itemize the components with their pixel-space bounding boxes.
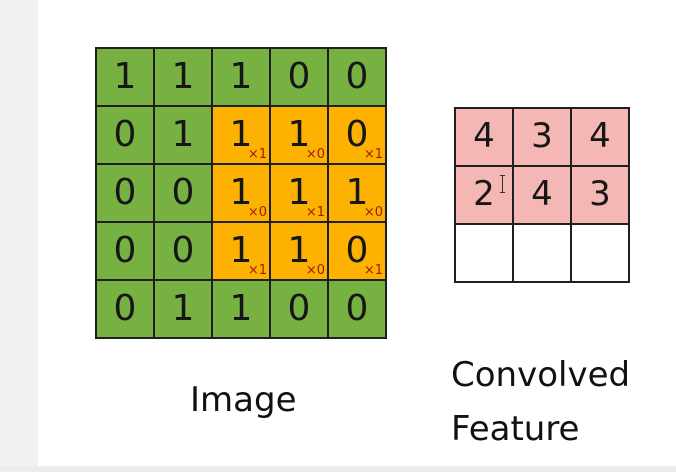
cell-value: 0 bbox=[345, 113, 369, 155]
cell-value: 0 bbox=[113, 113, 137, 155]
cell-value: 0 bbox=[345, 287, 369, 329]
cell-value: 1 bbox=[113, 55, 137, 97]
image-cell: 1 bbox=[153, 47, 213, 107]
convolved-feature-label-line1: Convolved bbox=[451, 355, 631, 395]
cell-value: 0 bbox=[345, 55, 369, 97]
image-cell: 0 bbox=[95, 163, 155, 223]
image-cell: 0 bbox=[327, 47, 387, 107]
kernel-cell: 1×1 bbox=[211, 221, 271, 281]
text-cursor-icon bbox=[500, 175, 506, 193]
cell-value: 0 bbox=[113, 171, 137, 213]
convolved-feature-label: Convolved Feature bbox=[451, 348, 630, 456]
feature-row bbox=[454, 223, 630, 283]
convolved-feature-label-line2: Feature bbox=[451, 409, 580, 449]
feature-value: 4 bbox=[589, 116, 611, 156]
feature-empty-cell bbox=[570, 223, 630, 283]
kernel-weight: ×0 bbox=[247, 205, 267, 220]
image-cell: 1 bbox=[211, 47, 271, 107]
cell-value: 1 bbox=[229, 55, 253, 97]
kernel-weight: ×0 bbox=[305, 147, 325, 162]
cell-value: 0 bbox=[287, 55, 311, 97]
image-cell: 1 bbox=[153, 105, 213, 165]
image-cell: 0 bbox=[95, 105, 155, 165]
image-cell: 0 bbox=[153, 221, 213, 281]
cell-value: 1 bbox=[229, 113, 253, 155]
image-cell: 0 bbox=[95, 279, 155, 339]
kernel-cell: 1×1 bbox=[269, 163, 329, 223]
cell-value: 1 bbox=[287, 113, 311, 155]
cell-value: 1 bbox=[287, 171, 311, 213]
kernel-cell: 0×1 bbox=[327, 221, 387, 281]
image-cell: 0 bbox=[269, 279, 329, 339]
cell-value: 1 bbox=[229, 171, 253, 213]
cell-value: 0 bbox=[171, 229, 195, 271]
kernel-weight: ×1 bbox=[363, 147, 383, 162]
kernel-weight: ×1 bbox=[363, 263, 383, 278]
kernel-weight: ×1 bbox=[247, 147, 267, 162]
feature-empty-cell bbox=[454, 223, 514, 283]
cell-value: 1 bbox=[345, 171, 369, 213]
cell-value: 0 bbox=[345, 229, 369, 271]
feature-cell: 3 bbox=[570, 165, 630, 225]
image-cell: 0 bbox=[269, 47, 329, 107]
kernel-cell: 0×1 bbox=[327, 105, 387, 165]
kernel-cell: 1×0 bbox=[269, 105, 329, 165]
cell-value: 1 bbox=[229, 229, 253, 271]
bottom-edge bbox=[0, 466, 676, 472]
image-label: Image bbox=[190, 380, 297, 420]
kernel-weight: ×1 bbox=[247, 263, 267, 278]
cell-value: 1 bbox=[171, 55, 195, 97]
image-cell: 1 bbox=[211, 279, 271, 339]
image-cell: 0 bbox=[95, 221, 155, 281]
kernel-weight: ×0 bbox=[363, 205, 383, 220]
feature-empty-cell bbox=[512, 223, 572, 283]
feature-value: 4 bbox=[473, 116, 495, 156]
image-cell: 1 bbox=[153, 279, 213, 339]
kernel-cell: 1×1 bbox=[211, 105, 271, 165]
kernel-weight: ×1 bbox=[305, 205, 325, 220]
feature-value: 3 bbox=[531, 116, 553, 156]
kernel-weight: ×0 bbox=[305, 263, 325, 278]
image-cell: 0 bbox=[327, 279, 387, 339]
feature-value: 4 bbox=[531, 174, 553, 214]
feature-cell: 4 bbox=[454, 107, 514, 167]
image-cell: 1 bbox=[95, 47, 155, 107]
feature-value: 2 bbox=[473, 174, 495, 214]
feature-cell: 4 bbox=[570, 107, 630, 167]
cell-value: 1 bbox=[287, 229, 311, 271]
cell-value: 1 bbox=[171, 113, 195, 155]
cell-value: 0 bbox=[171, 171, 195, 213]
cell-value: 0 bbox=[113, 287, 137, 329]
cell-value: 1 bbox=[171, 287, 195, 329]
cell-value: 0 bbox=[113, 229, 137, 271]
cell-value: 1 bbox=[229, 287, 253, 329]
feature-cell: 4 bbox=[512, 165, 572, 225]
image-cell: 0 bbox=[153, 163, 213, 223]
kernel-cell: 1×0 bbox=[327, 163, 387, 223]
kernel-cell: 1×0 bbox=[269, 221, 329, 281]
feature-cell: 3 bbox=[512, 107, 572, 167]
kernel-cell: 1×0 bbox=[211, 163, 271, 223]
cell-value: 0 bbox=[287, 287, 311, 329]
feature-value: 3 bbox=[589, 174, 611, 214]
